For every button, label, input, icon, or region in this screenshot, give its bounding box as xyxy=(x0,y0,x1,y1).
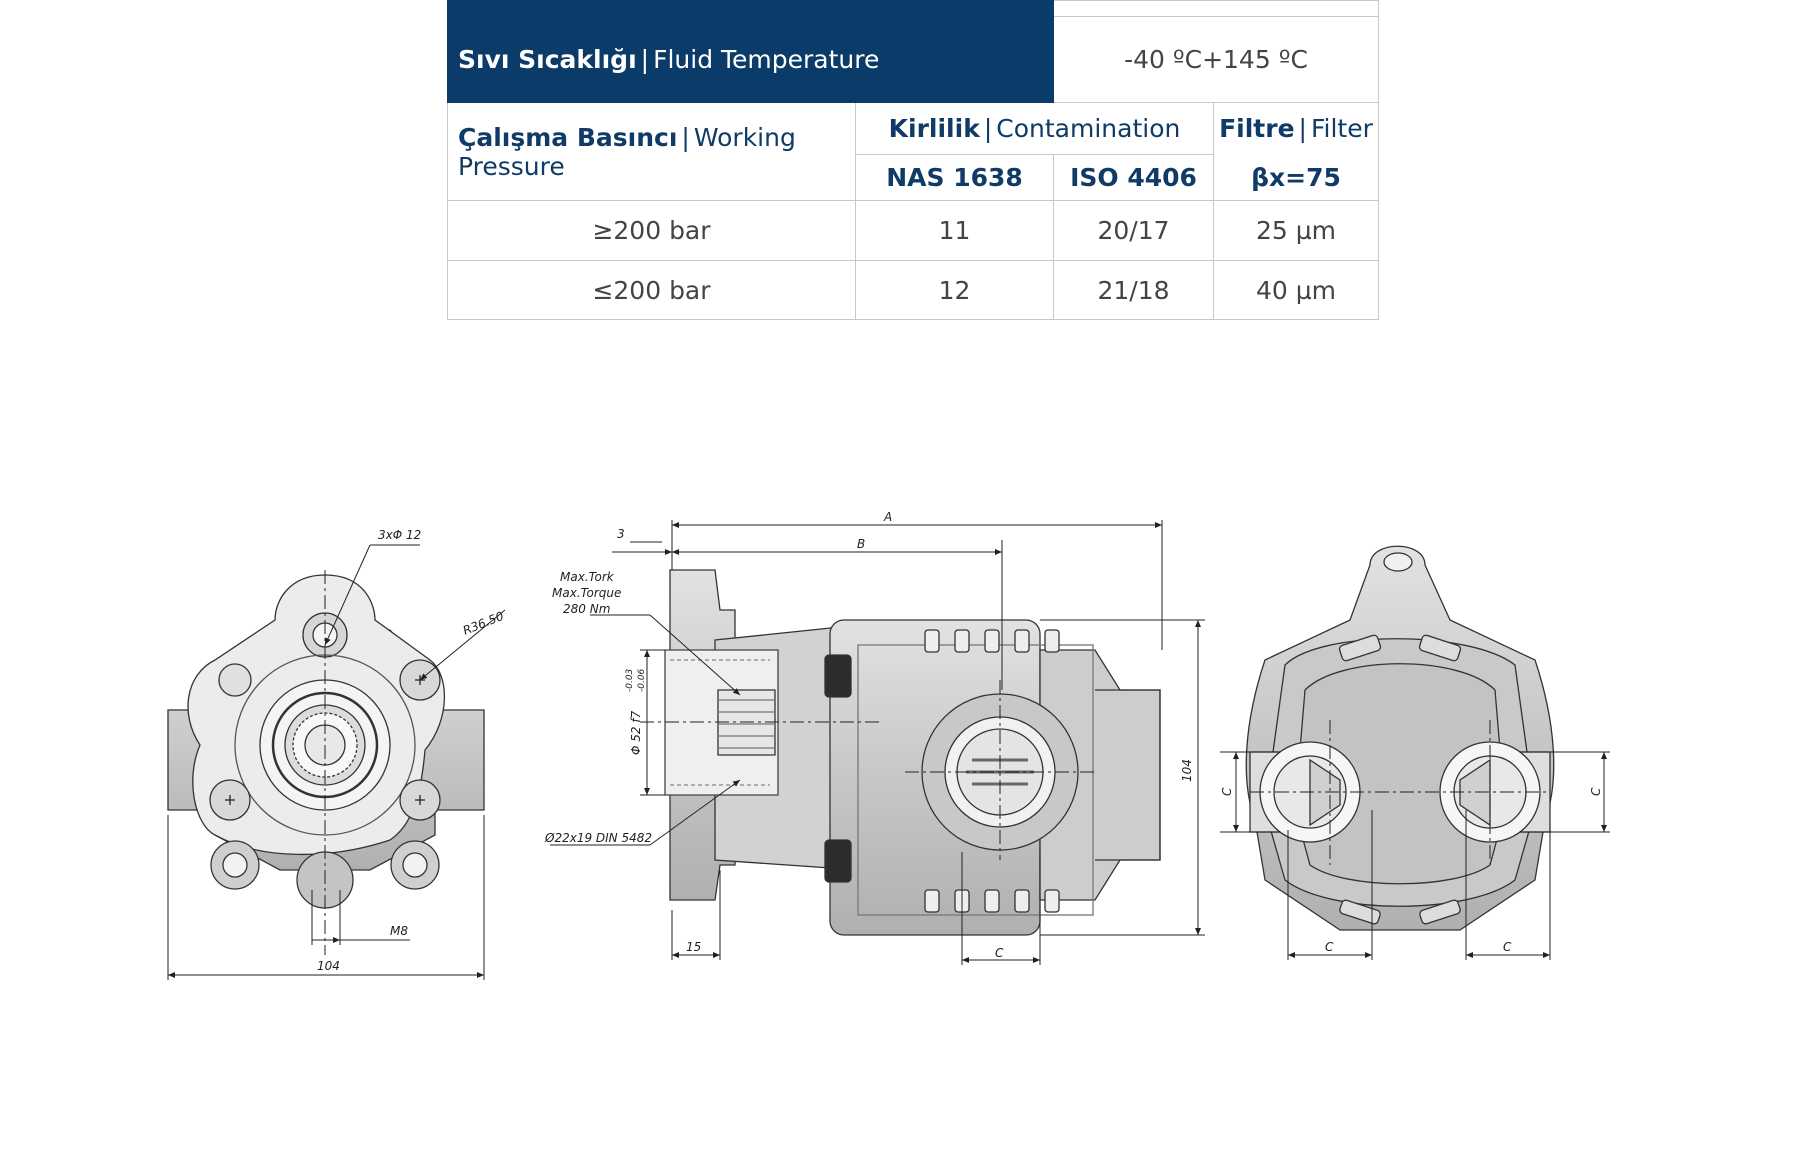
dim-c-right: C xyxy=(1589,787,1603,796)
row-pressure: ≥200 bar xyxy=(447,200,856,261)
working-pressure-en: Working Pressure xyxy=(458,122,796,181)
dim-radius: R36.50 xyxy=(461,609,506,638)
row-pressure: ≤200 bar xyxy=(447,260,856,320)
dim-c-bottom-left: C xyxy=(1325,940,1334,954)
filter-en: Filter xyxy=(1310,114,1373,144)
dim-side-height: 104 xyxy=(1180,759,1194,782)
contamination-en: Contamination xyxy=(996,114,1181,143)
torque-value: 280 Nm xyxy=(563,602,610,616)
row-nas: 11 xyxy=(855,200,1054,261)
dim-3: 3 xyxy=(617,527,625,541)
dim-shaft-tol-upper: -0.03 xyxy=(625,668,635,692)
working-pressure-header: Çalışma Basıncı|Working Pressure xyxy=(447,102,856,201)
dim-15: 15 xyxy=(686,940,701,954)
side-view-dimensions xyxy=(550,520,1205,965)
dim-front-width: 104 xyxy=(317,959,340,973)
dim-a: A xyxy=(883,510,892,524)
dim-holes: 3xΦ 12 xyxy=(378,528,421,542)
row-iso: 20/17 xyxy=(1053,200,1214,261)
filter-tr: Filtre xyxy=(1219,114,1295,144)
iso-header: ISO 4406 xyxy=(1053,154,1214,201)
dim-spline: Ø22x19 DIN 5482 xyxy=(544,831,652,845)
pump-technical-drawing: 3xΦ 12 R36.50 M8 104 xyxy=(167,510,1610,980)
label-separator: | xyxy=(1298,114,1307,144)
label-separator: | xyxy=(640,45,650,74)
row-iso: 21/18 xyxy=(1053,260,1214,320)
dim-c-bottom-right: C xyxy=(1503,940,1512,954)
dim-shaft-diameter: Φ 52 f7 xyxy=(629,710,643,755)
working-pressure-tr: Çalışma Basıncı xyxy=(458,122,678,152)
dim-b: B xyxy=(857,537,865,551)
fluid-temperature-value: -40 ºC+145 ºC xyxy=(1053,16,1379,103)
nas-header: NAS 1638 xyxy=(855,154,1054,201)
contamination-tr: Kirlilik xyxy=(888,114,980,143)
table-row: ≥200 bar 11 20/17 25 µm xyxy=(447,200,1379,261)
dim-c: C xyxy=(995,946,1004,960)
front-view-dimensions xyxy=(167,544,506,980)
row-filter: 40 µm xyxy=(1213,260,1379,320)
dim-c-left: C xyxy=(1220,787,1234,796)
spec-table: Sıvı Sıcaklığı|Fluid Temperature -40 ºC+… xyxy=(447,0,1379,320)
row-filter: 25 µm xyxy=(1213,200,1379,261)
filter-header: Filtre|Filter xyxy=(1213,102,1379,155)
label-separator: | xyxy=(681,122,690,152)
rear-view-dimensions xyxy=(1220,720,1610,960)
table-top-band xyxy=(447,0,1054,17)
row-nas: 12 xyxy=(855,260,1054,320)
rear-view xyxy=(1245,545,1555,931)
table-row: ≤200 bar 12 21/18 40 µm xyxy=(447,260,1379,320)
dim-shaft-tol-lower: -0.06 xyxy=(637,668,647,692)
torque-label-tr: Max.Tork xyxy=(560,570,615,584)
front-view xyxy=(167,574,485,909)
label-separator: | xyxy=(983,114,993,143)
torque-label-en: Max.Torque xyxy=(552,586,621,600)
contamination-header: Kirlilik|Contamination xyxy=(855,102,1214,155)
fluid-temperature-en: Fluid Temperature xyxy=(653,45,880,74)
beta-header: βx=75 xyxy=(1213,154,1379,201)
fluid-temperature-label: Sıvı Sıcaklığı|Fluid Temperature xyxy=(447,16,1054,103)
dim-thread: M8 xyxy=(390,924,408,938)
table-top-blank xyxy=(1053,0,1379,17)
side-view xyxy=(664,569,1161,936)
fluid-temperature-tr: Sıvı Sıcaklığı xyxy=(458,45,637,74)
